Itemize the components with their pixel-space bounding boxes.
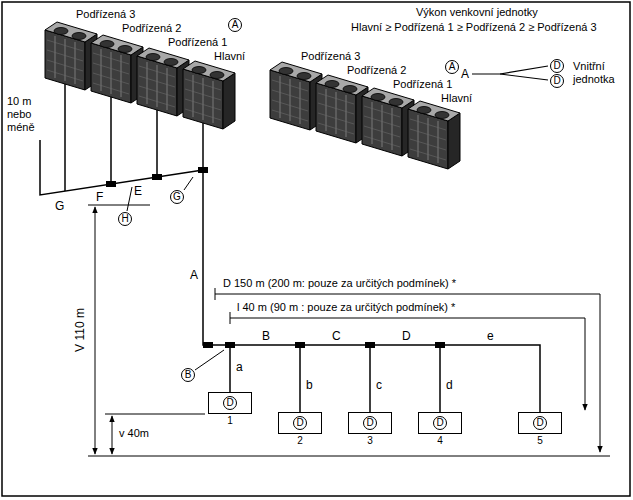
label: G	[54, 199, 65, 213]
unit-symbol: D	[433, 416, 447, 430]
callout-letter: A	[228, 18, 242, 32]
label: l 40 m (90 m : pouze za určitých podmíne…	[236, 301, 456, 314]
label: 10 m nebo méně	[6, 95, 44, 134]
label: d	[445, 378, 454, 392]
callout-letter: G	[170, 190, 184, 204]
unit-symbol: D	[363, 416, 377, 430]
indoor-unit: D1	[208, 392, 252, 414]
outdoor-unit	[45, 22, 97, 90]
label: Podřízená 2	[121, 22, 182, 35]
unit-number: 4	[419, 435, 461, 447]
label: Hlavní	[213, 50, 246, 63]
label: Hlavní	[440, 92, 473, 105]
label: Podřízená 1	[392, 78, 453, 91]
label: A	[460, 67, 470, 81]
label: Výkon venkovní jednotky	[415, 6, 539, 19]
outdoor-unit	[137, 48, 189, 116]
label: Podřízená 3	[300, 50, 361, 63]
label: F	[95, 190, 104, 204]
indoor-unit: D4	[418, 412, 462, 434]
leader-lines	[127, 177, 224, 370]
callout-letter: B	[181, 368, 195, 382]
label: D 150 m (200 m: pouze za určitých podmín…	[222, 277, 457, 290]
label: A	[189, 268, 199, 282]
inset-pipes	[472, 66, 548, 80]
outdoor-unit	[91, 35, 143, 103]
dimension-lines	[88, 205, 610, 456]
outdoor-unit	[408, 101, 460, 169]
outdoor-unit	[362, 88, 414, 156]
unit-symbol: D	[533, 416, 547, 430]
label: a	[235, 360, 244, 374]
unit-symbol: D	[223, 396, 237, 410]
refrigerant-pipes	[40, 84, 540, 412]
label: C	[331, 329, 342, 343]
callout-letter: A	[445, 60, 459, 74]
label: e	[486, 329, 495, 343]
unit-number: 1	[209, 415, 251, 427]
label: Podřízená 2	[346, 64, 407, 77]
unit-number: 3	[349, 435, 391, 447]
outdoor-unit	[270, 62, 322, 130]
label: b	[305, 378, 314, 392]
indoor-unit: D2	[278, 412, 322, 434]
label: c	[375, 378, 383, 392]
label: Vnitřní jednotka	[572, 60, 628, 86]
callout-letter: H	[118, 212, 132, 226]
label: v 40m	[118, 427, 150, 440]
label: Hlavní ≥ Podřízená 1 ≥ Podřízená 2 ≥ Pod…	[350, 21, 598, 34]
label: Podřízená 3	[75, 8, 136, 21]
unit-number: 5	[519, 435, 561, 447]
callout-letter: D	[550, 59, 564, 73]
branch-joints	[106, 167, 445, 348]
label: B	[261, 329, 271, 343]
indoor-unit: D5	[518, 412, 562, 434]
unit-number: 2	[279, 435, 321, 447]
outdoor-unit	[183, 61, 235, 129]
indoor-unit: D3	[348, 412, 392, 434]
unit-symbol: D	[293, 416, 307, 430]
label: D	[401, 329, 412, 343]
label: V 110 m	[73, 307, 87, 353]
outdoor-unit	[316, 75, 368, 143]
label: E	[133, 184, 143, 198]
label: Podřízená 1	[167, 36, 228, 49]
callout-letter: D	[550, 74, 564, 88]
